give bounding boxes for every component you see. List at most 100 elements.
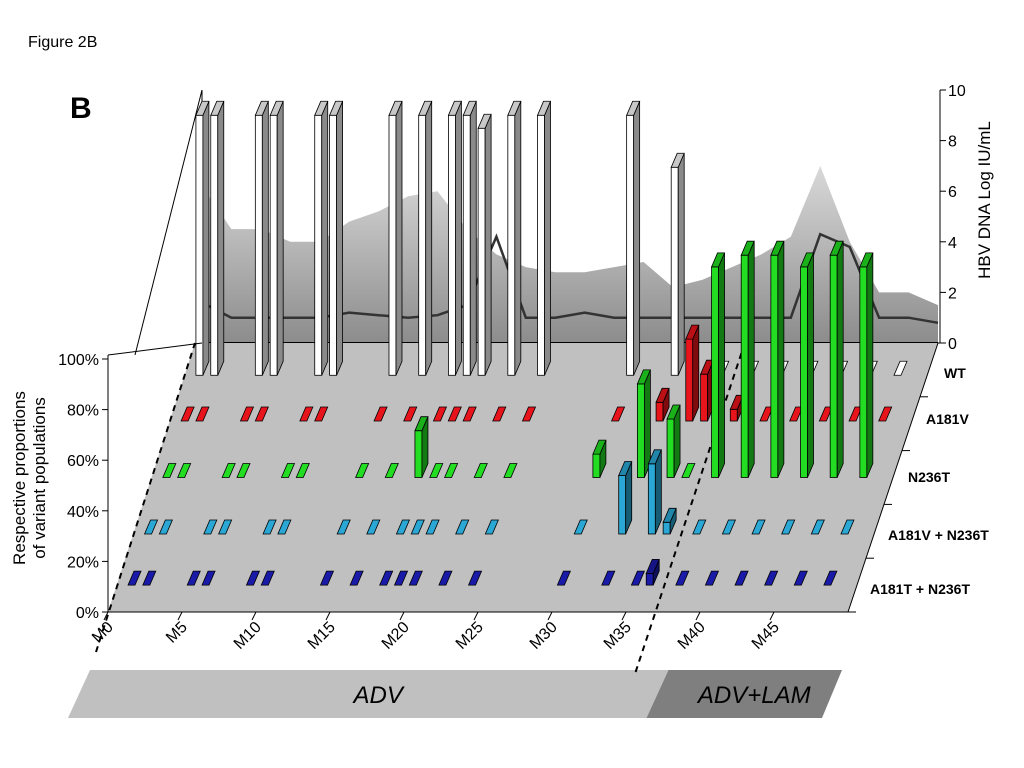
bar-a181v-n236t bbox=[573, 519, 588, 535]
bar-front bbox=[388, 114, 397, 376]
bar-n236t bbox=[221, 463, 236, 478]
bar-a181t-n236t bbox=[793, 570, 808, 586]
bar-top bbox=[645, 559, 660, 574]
bar-a181v bbox=[299, 406, 314, 422]
bar-n236t bbox=[829, 240, 844, 478]
series-label: A181V + N236T bbox=[888, 527, 989, 543]
bar-top bbox=[314, 100, 329, 116]
bar-front bbox=[314, 114, 323, 376]
bar-front bbox=[700, 373, 709, 422]
dash-lam bbox=[634, 342, 746, 673]
x-tick-label: M0 bbox=[89, 619, 117, 647]
bar-side bbox=[692, 324, 700, 422]
series-label: WT bbox=[944, 365, 966, 381]
bar-wt bbox=[195, 100, 210, 376]
bar-top bbox=[666, 404, 681, 420]
bar-front bbox=[636, 383, 645, 478]
bar-n236t bbox=[681, 463, 696, 478]
right-tick-label: 2 bbox=[948, 285, 957, 302]
bar-a181v bbox=[462, 406, 477, 422]
bar-wt bbox=[328, 100, 344, 376]
bar-top bbox=[447, 100, 463, 116]
bar-n236t bbox=[162, 463, 177, 478]
panel-letter: B bbox=[70, 92, 92, 125]
bar-front bbox=[666, 418, 675, 478]
bar-a181v-n236t bbox=[143, 519, 159, 535]
bar-side bbox=[395, 101, 403, 376]
bar-front bbox=[618, 475, 627, 535]
bar-top bbox=[636, 369, 651, 385]
x-tick-label: M20 bbox=[379, 619, 413, 653]
bar-a181t-n236t bbox=[645, 559, 660, 586]
x-tick-mark bbox=[695, 611, 701, 621]
bar-a181t-n236t bbox=[186, 570, 201, 586]
x-tick-mark bbox=[399, 611, 405, 621]
bar-a181t-n236t bbox=[201, 570, 216, 586]
bar-a181v bbox=[521, 406, 537, 422]
bar-front bbox=[269, 114, 278, 376]
bar-side bbox=[455, 101, 462, 376]
bar-front bbox=[647, 463, 656, 535]
bar-a181v bbox=[610, 406, 626, 422]
bar-a181v bbox=[878, 406, 893, 422]
bar-front bbox=[592, 453, 601, 478]
bar-n236t bbox=[799, 252, 815, 478]
bar-side bbox=[866, 252, 874, 478]
bar-a181t-n236t bbox=[438, 570, 453, 586]
bar-wt bbox=[254, 100, 269, 376]
bar-top bbox=[210, 100, 225, 116]
bar-a181t-n236t bbox=[764, 570, 779, 586]
bar-a181t-n236t bbox=[467, 570, 483, 586]
x-tick-label: M40 bbox=[675, 619, 709, 653]
bar-wt bbox=[314, 100, 329, 376]
bar-side bbox=[261, 101, 269, 376]
bar-a181t-n236t bbox=[734, 570, 749, 586]
bar-a181v-n236t bbox=[425, 519, 440, 535]
left-axis-title-line: Respective proportions bbox=[10, 391, 29, 565]
bar-a181v-n236t bbox=[158, 519, 173, 535]
bar-front bbox=[655, 401, 664, 422]
bar-wt bbox=[269, 100, 284, 376]
bar-a181v bbox=[685, 324, 700, 422]
bar-top bbox=[536, 100, 552, 116]
bar-top bbox=[507, 100, 522, 116]
bar-top bbox=[269, 100, 284, 116]
bar-a181t-n236t bbox=[630, 570, 646, 586]
series-label: N236T bbox=[908, 469, 950, 485]
bar-n236t bbox=[636, 369, 651, 478]
bar-top bbox=[859, 252, 874, 268]
bar-a181v-n236t bbox=[484, 519, 499, 535]
bar-a181v-n236t bbox=[336, 519, 351, 535]
bar-side bbox=[276, 101, 284, 376]
bar-n236t bbox=[429, 463, 444, 478]
bar-front bbox=[729, 408, 738, 422]
bar-top bbox=[662, 507, 677, 523]
bar-front bbox=[210, 114, 219, 376]
bar-a181v bbox=[314, 406, 329, 422]
side-edge-top bbox=[134, 89, 203, 356]
bar-n236t bbox=[414, 416, 429, 478]
bar-side bbox=[633, 101, 641, 376]
bar-n236t bbox=[236, 463, 251, 478]
bar-side bbox=[747, 241, 755, 478]
bar-n236t bbox=[177, 463, 192, 478]
bar-a181t-n236t bbox=[245, 570, 261, 586]
bar-side bbox=[718, 252, 725, 478]
bar-front bbox=[645, 573, 654, 586]
bar-wt bbox=[507, 100, 522, 376]
bar-front bbox=[829, 254, 838, 478]
bar-a181v bbox=[180, 406, 195, 422]
bar-a181t-n236t bbox=[142, 570, 157, 586]
bar-side bbox=[217, 101, 225, 376]
bar-a181t-n236t bbox=[319, 570, 335, 586]
bar-front bbox=[329, 114, 337, 376]
bar-side bbox=[514, 101, 522, 376]
bar-top bbox=[685, 324, 700, 340]
x-tick-mark bbox=[547, 611, 553, 621]
bar-a181v-n236t bbox=[647, 449, 662, 535]
x-tick-mark bbox=[177, 611, 183, 621]
x-tick-label: M5 bbox=[163, 619, 191, 647]
bar-front bbox=[626, 114, 635, 376]
bar-top bbox=[626, 100, 641, 116]
left-tick-label: 80% bbox=[67, 403, 99, 420]
